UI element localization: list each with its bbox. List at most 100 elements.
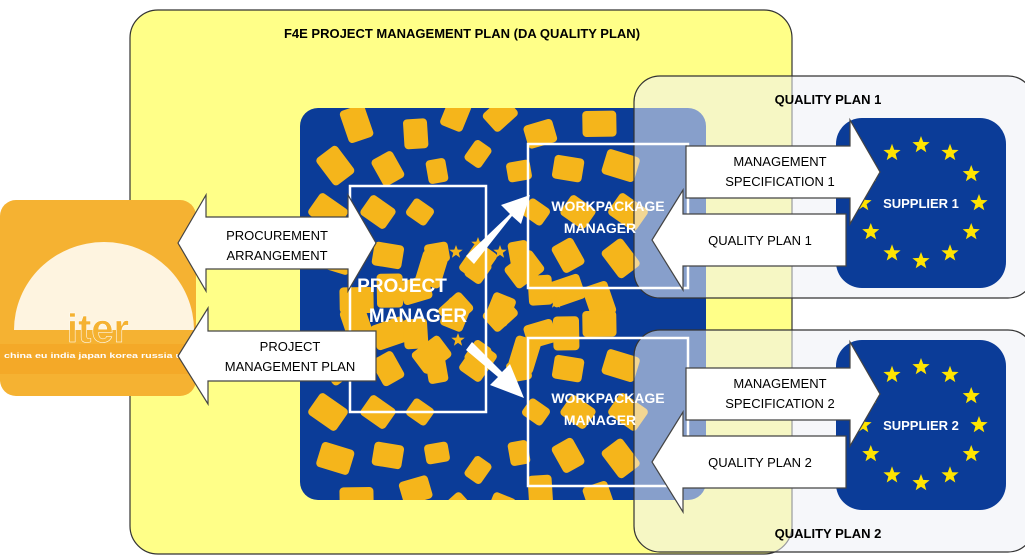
pattern-tile xyxy=(527,274,553,306)
pattern-tile xyxy=(339,486,374,500)
pattern-tile xyxy=(308,393,348,431)
eu-star-icon xyxy=(962,387,980,404)
eu-star-icon xyxy=(941,244,959,261)
workpackage-manager-2-line2: MANAGER xyxy=(564,412,636,428)
management-specification-2-line2: SPECIFICATION 2 xyxy=(725,396,835,411)
procurement-arrangement-line2: ARRANGEMENT xyxy=(226,248,327,263)
pattern-tile xyxy=(551,354,585,383)
pattern-tile xyxy=(601,149,640,183)
arrow-pm-to-wpm1 xyxy=(466,195,530,264)
pattern-tile xyxy=(504,250,545,289)
pattern-tile xyxy=(552,316,580,351)
pattern-tile xyxy=(339,286,374,314)
pattern-star-icon xyxy=(549,295,563,308)
project-manager-label-line1: PROJECT xyxy=(357,276,447,297)
pattern-tile xyxy=(371,441,405,470)
pattern-tile xyxy=(560,395,596,429)
pattern-tile xyxy=(425,158,449,184)
eu-star-icon xyxy=(883,466,901,483)
pattern-star-icon xyxy=(429,269,443,282)
procurement-arrangement-arrow: PROCUREMENT ARRANGEMENT xyxy=(177,192,377,294)
pattern-tile xyxy=(406,198,434,226)
f4e-plan-title: F4E PROJECT MANAGEMENT PLAN (DA QUALITY … xyxy=(284,26,640,41)
eu-star-icon xyxy=(912,474,930,491)
pattern-tile xyxy=(403,318,429,350)
eu-star-icon xyxy=(862,445,880,462)
project-manager-box xyxy=(348,184,488,414)
management-specification-2-arrow: MANAGEMENT SPECIFICATION 2 xyxy=(685,339,881,449)
workpackage-manager-1-line2: MANAGER xyxy=(564,220,636,236)
pattern-tile xyxy=(464,456,492,484)
quality-plan-2-arrow-label: QUALITY PLAN 2 xyxy=(708,455,812,470)
eu-star-icon xyxy=(962,223,980,240)
pattern-star-icon xyxy=(471,237,485,250)
pattern-tile xyxy=(425,358,449,384)
pattern-tile xyxy=(339,108,374,144)
eu-star-icon xyxy=(883,143,901,161)
pattern-tile xyxy=(551,154,585,183)
project-management-plan-line1: PROJECT xyxy=(260,339,321,354)
eu-star-icon xyxy=(883,365,901,383)
pattern-tile xyxy=(527,474,553,500)
supplier-1-flag: SUPPLIER 1 xyxy=(836,118,1006,288)
pattern-tile xyxy=(464,140,492,168)
pattern-tile xyxy=(440,297,472,332)
eu-star-icon xyxy=(862,223,880,240)
eu-star-icon xyxy=(941,143,959,161)
quality-plan-1-arrow-label: QUALITY PLAN 1 xyxy=(708,233,812,248)
pattern-tile xyxy=(370,316,410,351)
workpackage-manager-1-line1: WORKPACKAGE xyxy=(551,198,664,214)
pattern-tile xyxy=(582,280,617,320)
quality-plan-1-arrow: QUALITY PLAN 1 xyxy=(651,187,847,293)
quality-plan-2-arrow: QUALITY PLAN 2 xyxy=(651,409,847,515)
pattern-tile xyxy=(523,119,558,149)
pattern-tile xyxy=(582,310,617,338)
pattern-tile xyxy=(371,151,405,187)
eu-star-icon xyxy=(883,244,901,261)
supplier-2-label: SUPPLIER 2 xyxy=(883,418,959,433)
star-pattern-panel xyxy=(300,108,706,500)
management-specification-2-line1: MANAGEMENT xyxy=(733,376,826,391)
supplier-1-label: SUPPLIER 1 xyxy=(883,196,959,211)
management-specification-1-line2: SPECIFICATION 1 xyxy=(725,174,835,189)
pattern-tile xyxy=(506,159,532,183)
pattern-tile xyxy=(601,438,640,479)
pattern-star-icon xyxy=(449,245,463,258)
management-specification-1-arrow: MANAGEMENT SPECIFICATION 1 xyxy=(685,117,881,227)
management-specification-1-line1: MANAGEMENT xyxy=(733,154,826,169)
pattern-tile xyxy=(507,440,531,466)
workpackage-manager-2-line1: WORKPACKAGE xyxy=(551,390,664,406)
pattern-tile xyxy=(403,118,429,150)
pattern-star-icon xyxy=(451,333,465,346)
eu-star-icon xyxy=(912,358,930,375)
pattern-star-icon xyxy=(513,269,527,282)
pattern-tile xyxy=(482,297,518,332)
eu-star-icon xyxy=(962,165,980,182)
pattern-tile xyxy=(398,475,433,500)
quality-plan-1-title: QUALITY PLAN 1 xyxy=(775,92,882,107)
pattern-tile xyxy=(523,319,558,349)
pattern-tile xyxy=(440,108,472,132)
pattern-tile xyxy=(601,238,640,279)
eu-star-icon xyxy=(941,365,959,383)
pattern-tile xyxy=(551,437,585,473)
project-management-plan-arrow: PROJECT MANAGEMENT PLAN xyxy=(177,305,377,407)
pattern-tile xyxy=(424,441,450,465)
project-management-plan-line2: MANAGEMENT PLAN xyxy=(225,359,356,374)
pattern-tile xyxy=(316,145,355,186)
project-manager-label-line2: MANAGER xyxy=(369,306,467,327)
pattern-tile xyxy=(371,241,405,270)
eu-star-icon xyxy=(912,252,930,269)
pattern-tile xyxy=(560,195,596,229)
pattern-tile xyxy=(482,108,518,132)
pattern-tile xyxy=(376,273,404,308)
quality-plan-2-title: QUALITY PLAN 2 xyxy=(775,526,882,541)
pattern-tile xyxy=(360,195,396,229)
iter-tagline: china eu india japan korea russia usa xyxy=(4,351,195,360)
eu-star-icon xyxy=(941,466,959,483)
arrow-pm-to-wpm2 xyxy=(466,342,524,398)
eu-star-icon xyxy=(962,445,980,462)
eu-star-icon xyxy=(970,416,988,433)
iter-wordmark: iter xyxy=(67,307,129,351)
